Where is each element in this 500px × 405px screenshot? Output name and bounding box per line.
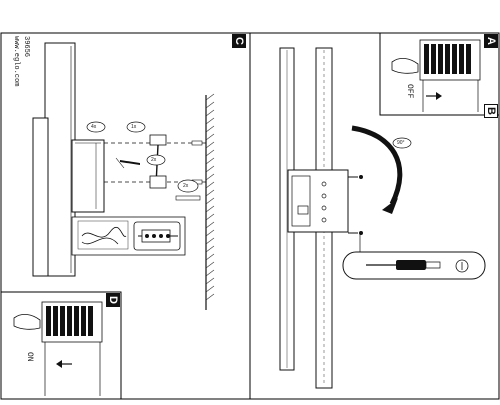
breakers-d xyxy=(46,306,93,336)
callout-2x-b: 2x xyxy=(183,183,189,189)
callout-2x-a: 2x xyxy=(151,157,157,163)
panel-b-label: B xyxy=(484,104,498,118)
brand-url: www.eglo.com xyxy=(12,36,20,87)
callout-1x: 1x xyxy=(131,124,137,130)
hand-d xyxy=(13,314,41,330)
off-label: OFF xyxy=(405,84,414,99)
bottom-bracket xyxy=(149,175,167,189)
lamp-inner-bar xyxy=(32,117,49,277)
wall-hatch xyxy=(205,93,215,301)
model-number: 39656 xyxy=(22,36,30,58)
panel-a-label: A xyxy=(484,34,498,48)
panel-b xyxy=(279,47,486,389)
rotation-text: 90° xyxy=(397,140,405,146)
rotation-arrow xyxy=(351,125,403,206)
on-label: ON xyxy=(25,352,34,362)
panel-c-label: C xyxy=(232,34,246,48)
callout-4x: 4x xyxy=(91,124,97,130)
top-bracket xyxy=(149,134,167,146)
panel-d-label: D xyxy=(106,293,120,307)
panel-c xyxy=(32,42,215,310)
panel-a xyxy=(379,32,500,116)
panel-d xyxy=(0,291,122,400)
lamp-outer-bar xyxy=(44,42,76,277)
mounting-box xyxy=(71,139,105,213)
rotation-callout xyxy=(392,137,412,149)
hand-a xyxy=(391,58,419,74)
breakers-a xyxy=(424,44,471,74)
